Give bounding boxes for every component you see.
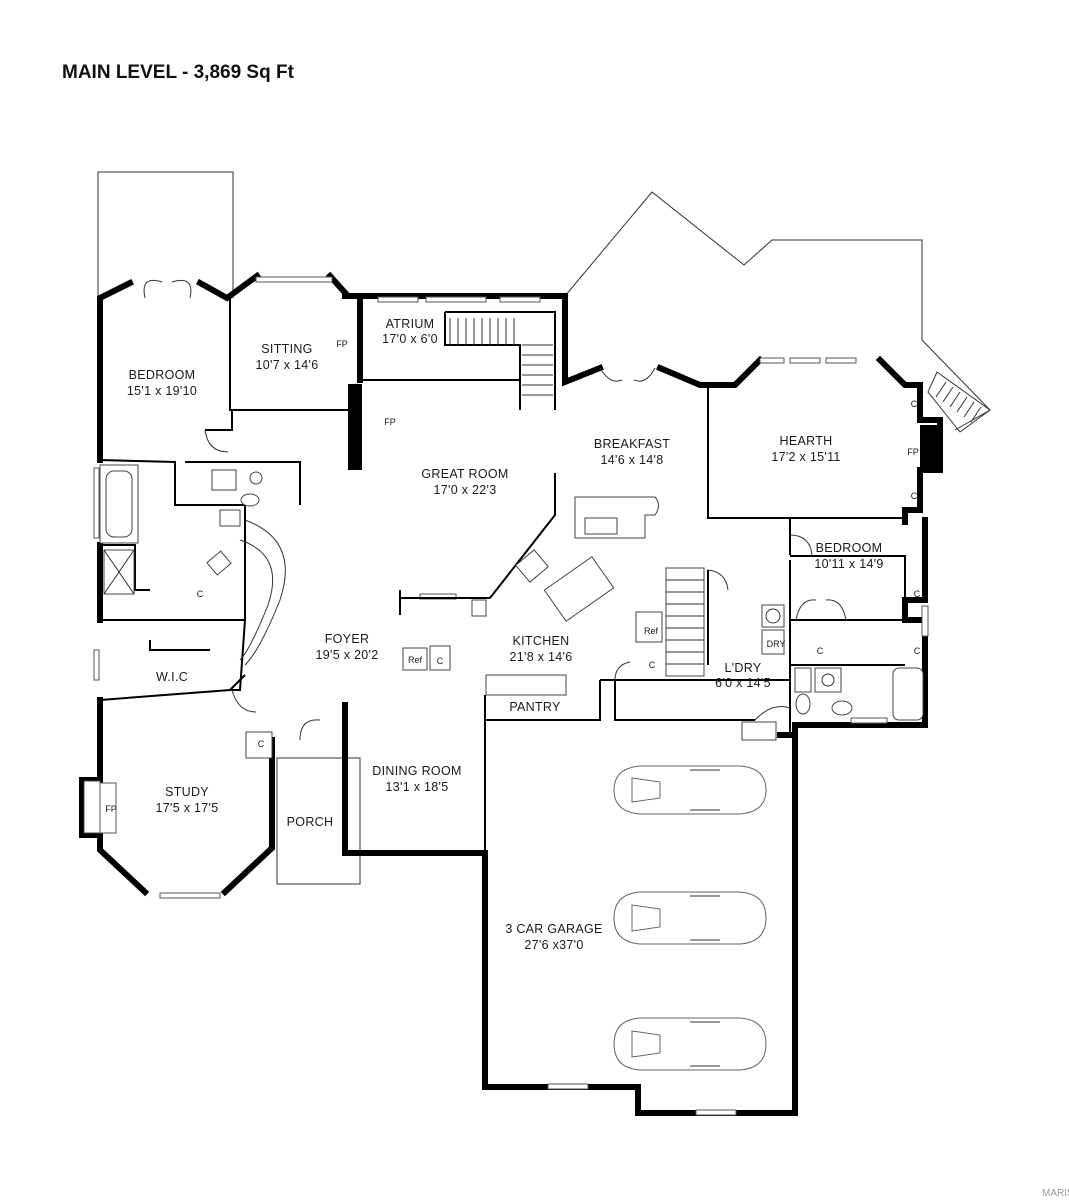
svg-text:PORCH: PORCH: [287, 815, 334, 829]
room-pantry: PANTRY: [509, 700, 561, 714]
room-wic: W.I.C: [156, 670, 188, 684]
deck-outlines: [97, 171, 991, 885]
door-swings: [143, 279, 847, 741]
svg-text:FP: FP: [907, 447, 919, 457]
svg-text:BREAKFAST: BREAKFAST: [594, 437, 670, 451]
svg-text:17'0 x 6'0: 17'0 x 6'0: [382, 332, 438, 346]
fixture-labels: FP FP FP FP Ref Ref DRY C C C C C C C C …: [105, 339, 921, 814]
svg-text:FOYER: FOYER: [325, 632, 370, 646]
exterior-walls: [79, 271, 943, 1116]
plan-title: MAIN LEVEL - 3,869 Sq Ft: [62, 62, 295, 83]
svg-text:17'2 x 15'11: 17'2 x 15'11: [771, 450, 840, 464]
interior-walls: [99, 296, 906, 853]
svg-text:GREAT ROOM: GREAT ROOM: [421, 467, 508, 481]
svg-text:STUDY: STUDY: [165, 785, 209, 799]
svg-text:C: C: [911, 491, 918, 501]
svg-text:W.I.C: W.I.C: [156, 670, 188, 684]
room-dining: DINING ROOM 13'1 x 18'5: [372, 764, 461, 794]
svg-text:FP: FP: [336, 339, 348, 349]
svg-text:19'5 x 20'2: 19'5 x 20'2: [316, 648, 379, 662]
svg-text:15'1 x 19'10: 15'1 x 19'10: [127, 384, 197, 398]
svg-text:17'0 x 22'3: 17'0 x 22'3: [434, 483, 497, 497]
svg-text:14'6 x 14'8: 14'6 x 14'8: [601, 453, 664, 467]
svg-text:DINING ROOM: DINING ROOM: [372, 764, 461, 778]
svg-text:Ref: Ref: [408, 655, 423, 665]
svg-text:13'1 x 18'5: 13'1 x 18'5: [386, 780, 449, 794]
room-garage: 3 CAR GARAGE 27'6 x37'0: [505, 922, 602, 952]
svg-text:Ref: Ref: [644, 626, 659, 636]
svg-text:C: C: [914, 589, 921, 599]
windows: [93, 276, 929, 1116]
svg-text:SITTING: SITTING: [261, 342, 312, 356]
svg-text:C: C: [817, 646, 824, 656]
room-hearth: HEARTH 17'2 x 15'11: [771, 434, 840, 464]
svg-text:3 CAR GARAGE: 3 CAR GARAGE: [505, 922, 602, 936]
room-atrium: ATRIUM 17'0 x 6'0: [382, 317, 438, 346]
room-kitchen: KITCHEN 21'8 x 14'6: [510, 634, 573, 664]
room-breakfast: BREAKFAST 14'6 x 14'8: [594, 437, 670, 467]
car-1: [613, 765, 767, 815]
room-foyer: FOYER 19'5 x 20'2: [316, 632, 379, 662]
svg-text:6'0 x 14'5: 6'0 x 14'5: [715, 676, 771, 690]
fixtures: [99, 318, 924, 759]
svg-text:KITCHEN: KITCHEN: [513, 634, 570, 648]
room-porch: PORCH: [287, 815, 334, 829]
svg-text:C: C: [258, 739, 265, 749]
svg-text:10'7 x 14'6: 10'7 x 14'6: [256, 358, 319, 372]
svg-text:FP: FP: [105, 804, 117, 814]
svg-text:17'5 x 17'5: 17'5 x 17'5: [156, 801, 219, 815]
svg-text:C: C: [649, 660, 656, 670]
svg-text:27'6 x37'0: 27'6 x37'0: [524, 938, 583, 952]
car-2: [613, 891, 767, 945]
svg-text:DRY: DRY: [767, 639, 786, 649]
svg-text:FP: FP: [384, 417, 396, 427]
svg-text:ATRIUM: ATRIUM: [386, 317, 435, 331]
room-bedroom-west: BEDROOM 15'1 x 19'10: [127, 368, 197, 398]
room-great-room: GREAT ROOM 17'0 x 22'3: [421, 467, 508, 497]
svg-text:10'11 x 14'9: 10'11 x 14'9: [814, 557, 883, 571]
svg-text:C: C: [437, 656, 444, 666]
room-laundry: L'DRY 6'0 x 14'5: [715, 661, 771, 690]
svg-text:C: C: [197, 589, 204, 599]
svg-text:PANTRY: PANTRY: [509, 700, 561, 714]
garage-cars: [613, 765, 767, 1071]
svg-text:L'DRY: L'DRY: [724, 661, 761, 675]
svg-text:BEDROOM: BEDROOM: [816, 541, 883, 555]
room-sitting: SITTING 10'7 x 14'6: [256, 342, 319, 372]
room-bedroom-east: BEDROOM 10'11 x 14'9: [814, 541, 883, 571]
svg-text:HEARTH: HEARTH: [780, 434, 833, 448]
watermark: MARIS: [1042, 1188, 1069, 1199]
svg-text:C: C: [911, 399, 918, 409]
car-3: [613, 1017, 767, 1071]
svg-text:BEDROOM: BEDROOM: [129, 368, 196, 382]
svg-text:21'8 x 14'6: 21'8 x 14'6: [510, 650, 573, 664]
room-labels: BEDROOM 15'1 x 19'10 SITTING 10'7 x 14'6…: [127, 317, 883, 952]
svg-text:C: C: [914, 646, 921, 656]
room-study: STUDY 17'5 x 17'5: [156, 785, 219, 815]
